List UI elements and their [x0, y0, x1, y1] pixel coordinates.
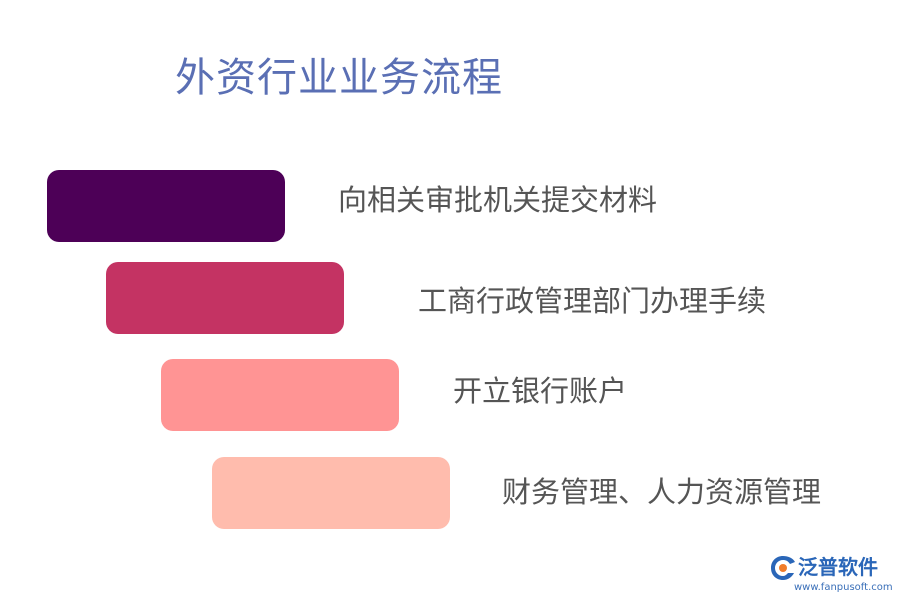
step-3-label: 开立银行账户 — [453, 374, 628, 408]
step-2-bar — [106, 262, 344, 334]
step-2-label: 工商行政管理部门办理手续 — [418, 284, 767, 318]
brand-logo: 泛普软件 www.fanpusoft.com — [768, 553, 894, 597]
logo-url: www.fanpusoft.com — [794, 582, 893, 593]
logo-name: 泛普软件 — [798, 555, 878, 579]
step-4-bar — [212, 457, 450, 529]
fanpu-logo-icon — [771, 556, 795, 580]
step-4-label: 财务管理、人力资源管理 — [502, 475, 822, 509]
step-1-label: 向相关审批机关提交材料 — [338, 183, 658, 217]
step-1-bar — [47, 170, 285, 242]
page-title: 外资行业业务流程 — [175, 55, 503, 101]
step-3-bar — [161, 359, 399, 431]
